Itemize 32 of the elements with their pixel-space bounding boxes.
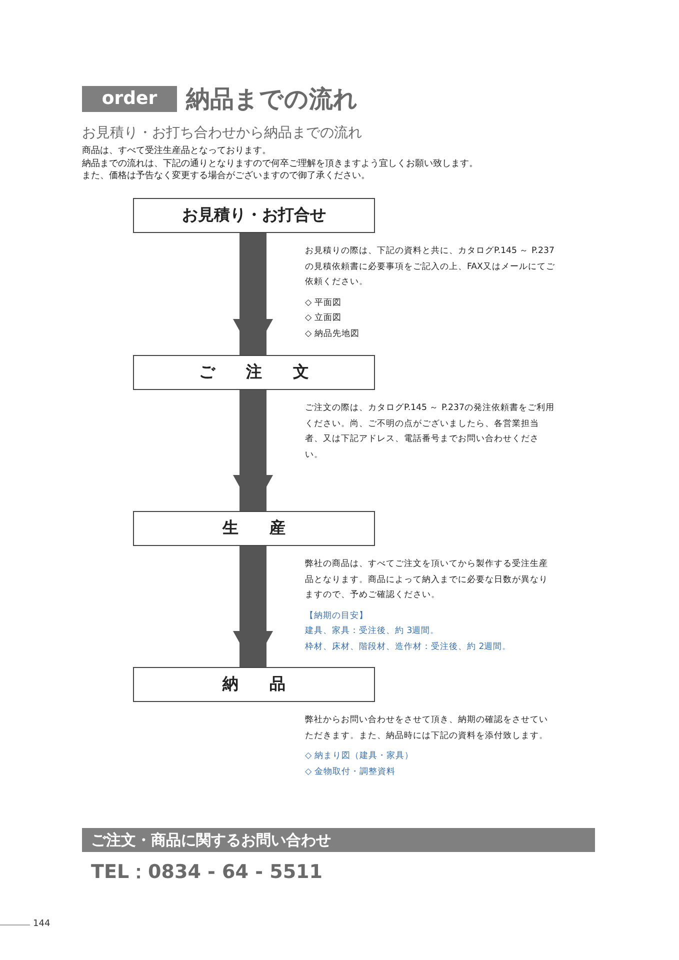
page-title: 納品までの流れ <box>186 84 358 115</box>
list-item: ◇ 納品先地図 <box>305 328 360 340</box>
note-text: 建具、家具：受注後、約 3週間。 <box>305 624 440 638</box>
list-item: ◇ 金物取付・調整資料 <box>305 766 396 778</box>
step-description: 弊社からお問い合わせをさせて頂き、納期の確認をさせていただきます。また、納品時には下記の資料を添付致します。 <box>305 714 549 742</box>
intro-text: 納品までの流れは、下記の通りとなりますので何卒ご理解を頂きますよう宜しくお願い致します。 <box>82 158 478 170</box>
step-title: ご 注 文 <box>198 362 310 383</box>
note-text: 枠材、床材、階段材、造作材：受注後、約 2週間。 <box>305 640 512 654</box>
list-item: ◇ 立面図 <box>305 312 342 325</box>
list-item: ◇ 納まり図（建具・家具） <box>305 750 414 763</box>
intro-text: また、価格は予告なく変更する場合がございますので御了承ください。 <box>82 170 370 182</box>
process-box <box>133 198 375 233</box>
step-title: 納 品 <box>222 674 286 695</box>
arrow <box>233 390 273 511</box>
intro-text: 商品は、すべて受注生産品となっております。 <box>82 145 271 157</box>
contact-banner: ご注文・商品に関するお問い合わせ <box>82 828 595 852</box>
step-title: お見積り・お打合せ <box>182 205 326 226</box>
page-number: 144 <box>33 919 50 929</box>
section-tag: order <box>82 86 177 112</box>
process-box <box>133 667 375 702</box>
process-box <box>133 511 375 546</box>
list-item: ◇ 平面図 <box>305 296 342 310</box>
note-text: 【納期の目安】 <box>305 610 369 622</box>
phone-number: TEL：0834 - 64 - 5511 <box>91 860 322 885</box>
step-title: 生 産 <box>222 518 286 539</box>
process-box <box>133 355 375 390</box>
step-description: 弊社の商品は、すべてご注文を頂いてから製作する受注生産品となります。商品によって納入までに必要な日数が異なりますので、予めご確認ください。 <box>305 558 549 602</box>
step-description: お見積りの際は、下記の資料と共に、カタログP.145 ～ P.237の見積依頼書に必要事項をご記入の上、FAX又はメールにてご依頼ください。 <box>305 245 555 289</box>
subtitle: お見積り・お打ち合わせから納品までの流れ <box>82 124 362 142</box>
arrow <box>233 546 273 667</box>
arrow <box>233 233 273 355</box>
step-description: ご注文の際は、カタログP.145 ～ P.237の発注依頼書をご利用ください。尚、ご不明の点がございましたら、各営業担当者、又は下記アドレス、電話番号までお問い合わせください。 <box>305 402 555 462</box>
